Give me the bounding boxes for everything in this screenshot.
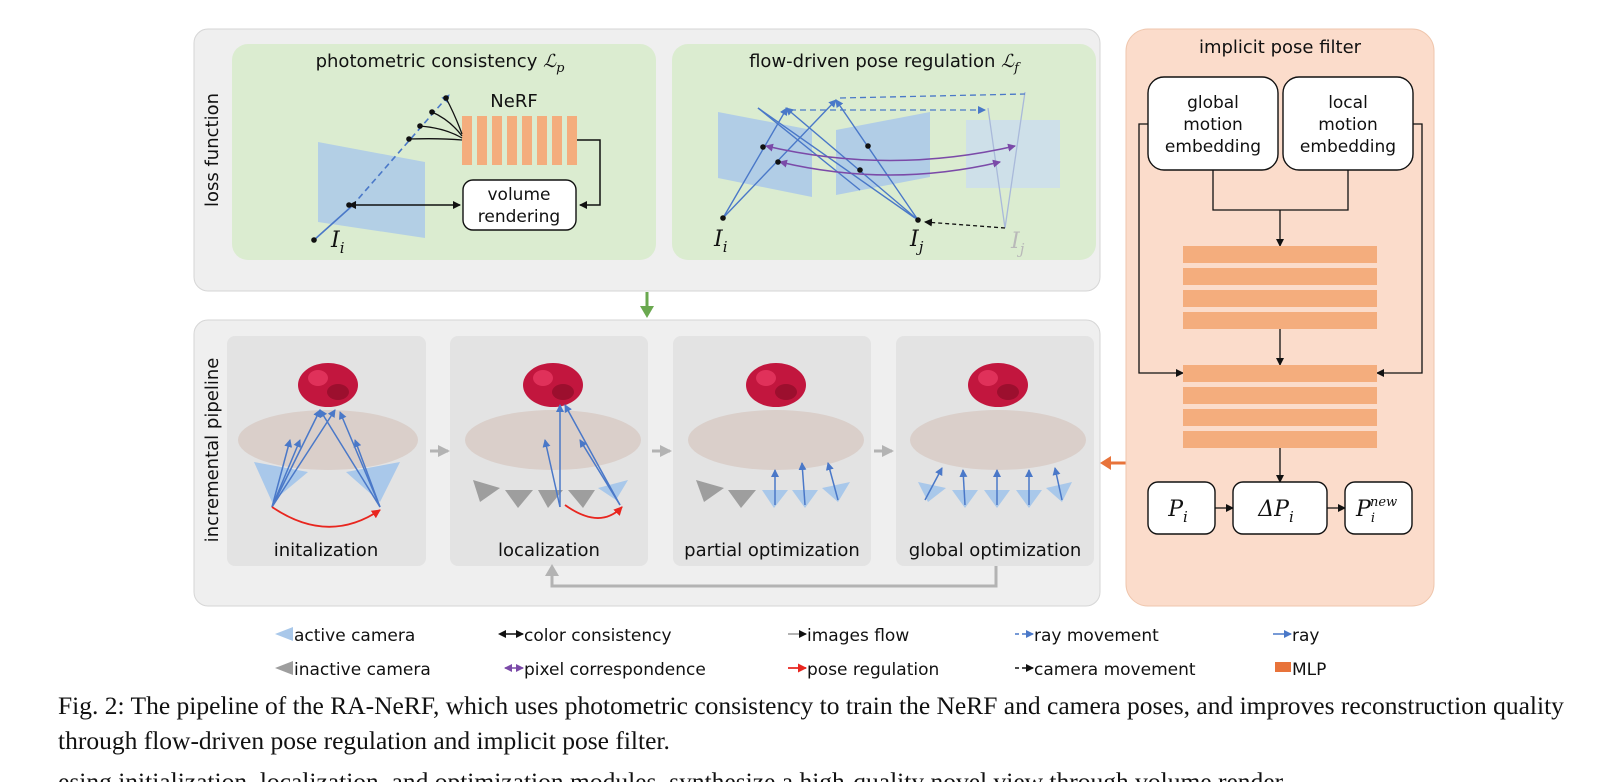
legend-item: active camera — [294, 626, 415, 646]
legend-item: MLP — [1292, 660, 1326, 680]
legend-item: pixel correspondence — [524, 660, 706, 680]
incremental-pipeline-label: incremental pipeline — [202, 358, 223, 543]
photometric-panel — [232, 44, 656, 260]
stage-localization: localization — [450, 336, 648, 566]
stage-initialization: initalization — [227, 336, 426, 566]
mlp-swatch — [1275, 662, 1291, 672]
point-cloud — [465, 363, 641, 470]
stage-partial-optimization: partial optimization — [673, 336, 871, 566]
legend-item: inactive camera — [294, 660, 431, 680]
stage-rays — [271, 409, 381, 508]
pose-regulation-arrow — [271, 506, 381, 528]
pixel-correspondence-2 — [779, 159, 1001, 176]
image-j-label: Ij — [909, 227, 924, 256]
volume-rendering-line2: rendering — [478, 207, 560, 227]
active-camera-swatch — [275, 627, 293, 641]
flow-regulation-title: flow-driven pose regulation ℒf — [749, 51, 1021, 76]
local-embed-line: motion — [1318, 115, 1378, 135]
image-i-label-flow: Ii — [713, 227, 728, 256]
local-embed-line: local — [1328, 93, 1368, 113]
mlp-block-2 — [1183, 365, 1377, 448]
legend-item: color consistency — [524, 626, 672, 646]
global-embed-line: embedding — [1165, 137, 1261, 157]
caption-text: The pipeline of the RA-NeRF, which uses … — [58, 691, 1564, 755]
point-cloud — [910, 363, 1086, 470]
render-arrow — [577, 139, 601, 209]
legend: active camera color consistency images f… — [275, 626, 1326, 680]
body-text-cut-line: esing initialization, localization, and … — [58, 768, 1568, 782]
image-plane — [318, 142, 425, 238]
camera-movement-arrow — [924, 218, 1006, 229]
pose-new-box — [1344, 481, 1413, 535]
mlp-block-1 — [1183, 246, 1377, 329]
pose-new-label: Pinew — [1355, 495, 1397, 526]
delta-pose-label: ΔPi — [1257, 497, 1294, 526]
global-embed-line: global — [1187, 93, 1239, 113]
stage-label: localization — [498, 540, 600, 561]
stage-label: global optimization — [909, 540, 1082, 561]
inactive-camera-swatch — [275, 661, 293, 675]
volume-rendering-line1: volume — [488, 185, 551, 205]
figure-caption: Fig. 2: The pipeline of the RA-NeRF, whi… — [58, 688, 1568, 758]
legend-item: camera movement — [1034, 660, 1196, 680]
stage-global-optimization: global optimization — [896, 336, 1094, 566]
sample-curves — [408, 97, 463, 141]
pipeline-figure: loss function photometric consistency ℒp… — [193, 28, 1435, 680]
stage-label: initalization — [274, 540, 378, 561]
nerf-mlp-block — [462, 116, 577, 165]
legend-item: images flow — [807, 626, 909, 646]
ray-solid — [313, 205, 353, 241]
legend-item: ray — [1292, 626, 1319, 646]
photometric-title: photometric consistency ℒp — [316, 51, 565, 76]
filter-title: implicit pose filter — [1199, 37, 1362, 58]
caption-label: Fig. 2: — [58, 691, 125, 720]
stage-label: partial optimization — [684, 540, 860, 561]
image-i-label: Ii — [330, 228, 345, 257]
loss-function-label: loss function — [202, 93, 223, 207]
volume-rendering-box — [462, 179, 577, 231]
point-cloud — [238, 363, 418, 470]
legend-item: ray movement — [1034, 626, 1159, 646]
point-cloud — [688, 363, 864, 470]
ray-movement-2 — [839, 93, 1026, 99]
image-j-prev-label: Ij — [1010, 229, 1025, 258]
nerf-label: NeRF — [490, 91, 537, 112]
pose-pi-label: Pi — [1167, 497, 1188, 526]
body-text: esing initialization, localization, and … — [58, 768, 1291, 782]
legend-item: pose regulation — [807, 660, 939, 680]
feedback-arrow — [550, 566, 998, 588]
global-embed-line: motion — [1183, 115, 1243, 135]
local-embed-line: embedding — [1300, 137, 1396, 157]
